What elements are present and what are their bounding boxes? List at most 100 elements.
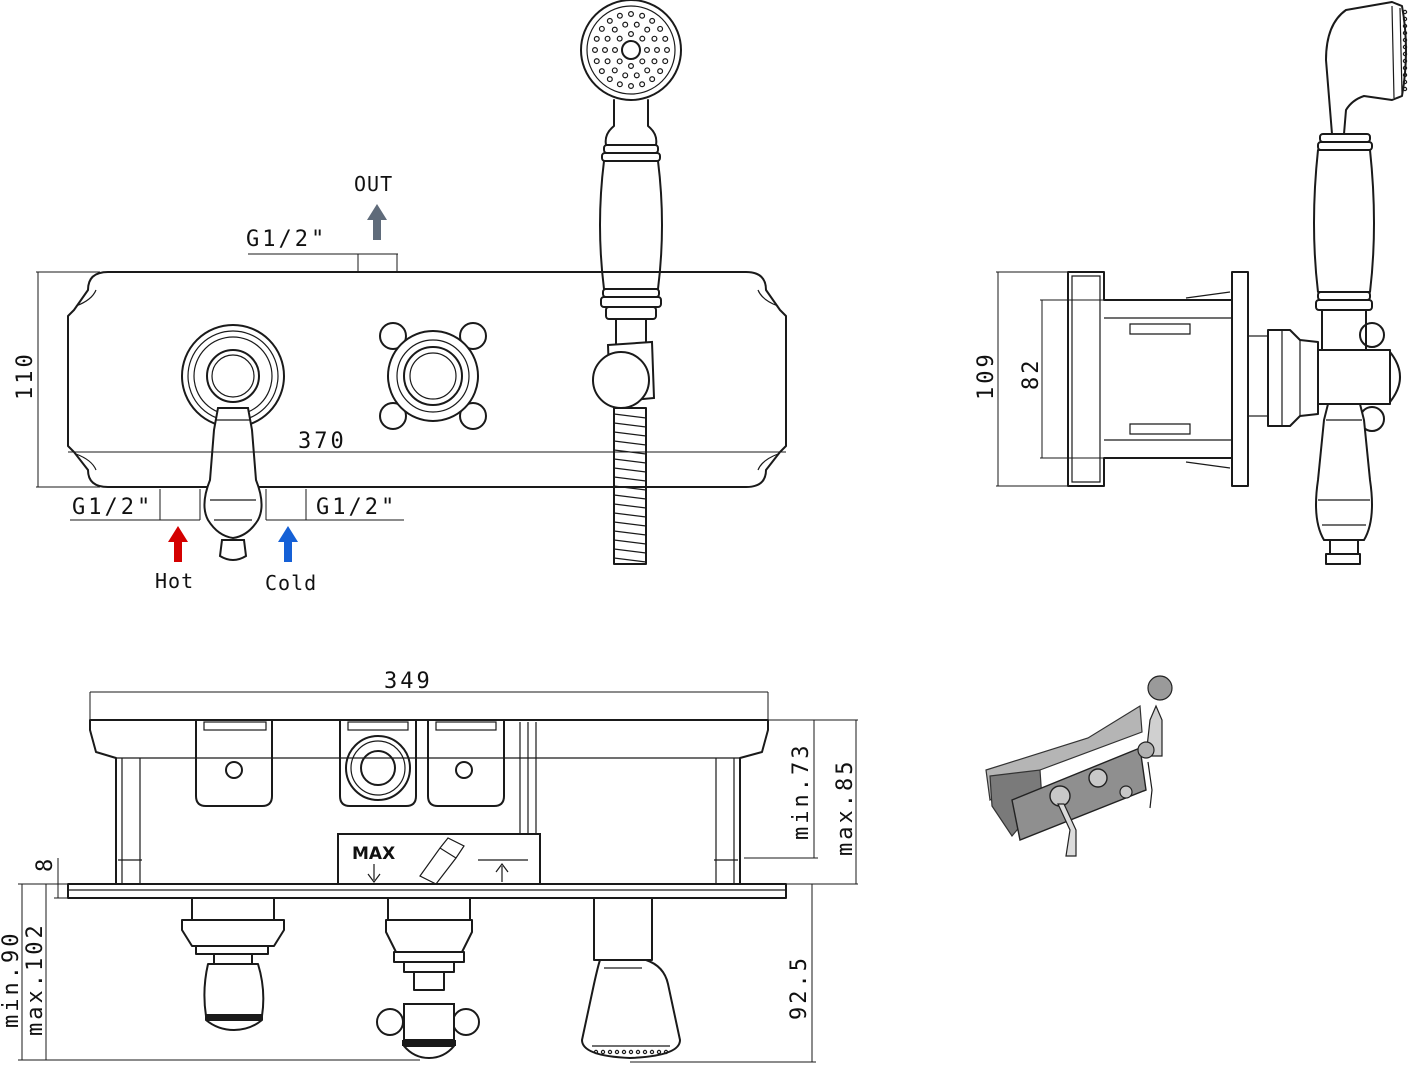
dim-label-92-5: 92.5 — [787, 955, 812, 1020]
hose-ring — [613, 557, 647, 563]
dim-label-min90: min.90 — [0, 931, 24, 1028]
side-wall-plate — [1231, 271, 1249, 487]
down-arrow-icon — [367, 864, 381, 883]
dim-label-82: 82 — [1019, 358, 1044, 391]
dimension-min73: min.73 — [744, 719, 858, 859]
hose-ring — [613, 548, 647, 554]
cold-thread-label: G1/2" — [316, 495, 397, 520]
front-faceplate — [67, 271, 787, 488]
hose-ring — [613, 539, 647, 545]
dimension-349: 349 — [89, 669, 769, 720]
front-view: 370 110 G1/2" OUT G1/2" Hot — [13, 0, 787, 595]
dim-label-110: 110 — [13, 351, 38, 400]
dimension-370: 370 — [68, 429, 786, 454]
nozzle-dot — [639, 12, 646, 19]
nozzle-dot — [644, 67, 651, 74]
nozzle-dot — [1402, 51, 1408, 57]
top-view: MAX — [0, 669, 858, 1063]
nozzle-dot — [591, 46, 598, 53]
top-lever-handle — [181, 897, 285, 1031]
nozzle-dot — [616, 12, 623, 19]
dim-label-8: 8 — [33, 856, 58, 872]
side-knob — [1267, 329, 1319, 427]
nozzle-dot — [653, 46, 660, 53]
nozzle-dot — [649, 17, 656, 24]
dim-label-max102: max.102 — [23, 922, 48, 1036]
hot-arrow-icon — [168, 526, 188, 562]
nozzle-dot — [663, 1049, 669, 1055]
outlet-out: G1/2" OUT — [246, 172, 398, 272]
hose-ring — [613, 431, 647, 437]
nozzle-dot — [633, 72, 640, 79]
nozzle-dot — [656, 1049, 662, 1055]
nozzle-dot — [611, 26, 618, 33]
hose-ring — [613, 521, 647, 527]
nozzle-dot — [628, 1049, 634, 1055]
dimension-109: 109 — [974, 271, 1070, 487]
nozzle-dot — [607, 1049, 613, 1055]
nozzle-dot — [614, 1049, 620, 1055]
nozzle-dot — [616, 81, 623, 88]
nozzle-dot — [633, 21, 640, 28]
hose-rings — [613, 413, 647, 563]
top-shower-nozzles — [593, 1049, 669, 1055]
up-arrow-icon — [495, 863, 509, 882]
nozzle-dot — [593, 1049, 599, 1055]
nozzle-dot — [651, 58, 658, 65]
cold-label: Cold — [265, 571, 317, 595]
hose-ring — [613, 422, 647, 428]
dimension-110: 110 — [13, 271, 100, 488]
nozzle-dot — [639, 35, 646, 42]
hand-shower-front — [580, 0, 682, 565]
out-label: OUT — [354, 172, 393, 196]
top-wall-plate — [67, 883, 787, 899]
nozzle-dot — [600, 1049, 606, 1055]
nozzle-dot — [662, 35, 669, 42]
nozzle-dot — [604, 35, 611, 42]
nozzle-dot — [1402, 23, 1408, 29]
dimension-8: 8 — [33, 856, 68, 899]
nozzle-dot — [621, 1049, 627, 1055]
dim-label-max85: max.85 — [833, 759, 858, 856]
nozzle-dot — [1402, 72, 1408, 78]
cold-arrow-icon — [278, 526, 298, 562]
nozzle-dot — [1402, 16, 1408, 22]
dim-label-370: 370 — [298, 429, 347, 454]
side-view: 109 82 — [974, 1, 1408, 565]
nozzle-dot — [606, 76, 613, 83]
hot-label: Hot — [155, 569, 194, 593]
nozzle-dot — [1402, 30, 1408, 36]
hose-ring — [613, 413, 647, 419]
nozzle-dot — [643, 46, 650, 53]
inlet-hot: G1/2" Hot — [70, 489, 201, 593]
nozzle-dot — [611, 46, 618, 53]
nozzle-dot — [644, 26, 651, 33]
nozzle-dot — [616, 35, 623, 42]
isometric-view — [985, 675, 1173, 857]
hot-thread-label: G1/2" — [72, 495, 153, 520]
hose-ring — [613, 485, 647, 491]
hose-ring — [613, 476, 647, 482]
nozzle-dot — [627, 31, 634, 38]
nozzle-dot — [1402, 79, 1408, 85]
iso-faceplate — [1011, 747, 1147, 841]
side-nozzles — [1402, 9, 1408, 92]
dimension-92-5: 92.5 — [630, 883, 816, 1063]
top-cross-handle — [376, 897, 480, 1059]
nozzle-dot — [622, 72, 629, 79]
nozzle-dot — [1402, 86, 1408, 92]
dimension-max85: max.85 — [740, 720, 858, 885]
dim-label-109: 109 — [974, 351, 999, 400]
nozzle-dot — [663, 46, 670, 53]
nozzle-dot — [1402, 58, 1408, 64]
dim-label-349: 349 — [384, 669, 433, 694]
hose-ring — [613, 530, 647, 536]
nozzle-dot — [635, 1049, 641, 1055]
hose-ring — [613, 512, 647, 518]
max-label: MAX — [352, 844, 395, 864]
nozzle-dot — [611, 67, 618, 74]
side-body — [1067, 271, 1233, 487]
hand-shower-side — [1313, 1, 1408, 565]
dimension-82: 82 — [1019, 299, 1104, 459]
